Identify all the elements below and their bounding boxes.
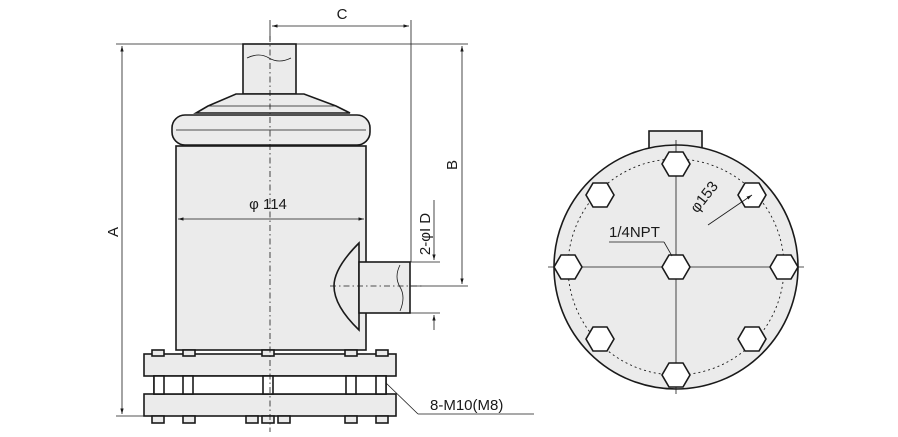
dim-b-label: B (444, 160, 461, 170)
flange-bolts (151, 349, 389, 424)
dim-c-label: C (337, 6, 348, 23)
dim-a-label: A (105, 227, 122, 237)
main-shell (175, 145, 367, 351)
bolts-label: 8-M10(M8) (430, 397, 503, 414)
top-outlet-pipe (242, 43, 297, 95)
diameter-114-label: φ 114 (249, 196, 287, 213)
port-label: 1/4NPT (609, 224, 660, 241)
top-cap (193, 93, 351, 114)
side-inlet-pipe (358, 261, 411, 314)
side-view: A C B 2-φI D φ 114 8-M10(M8) (105, 6, 534, 432)
top-view: φ153 1/4NPT (548, 130, 804, 394)
dim-d-label: 2-φI D (417, 213, 434, 255)
